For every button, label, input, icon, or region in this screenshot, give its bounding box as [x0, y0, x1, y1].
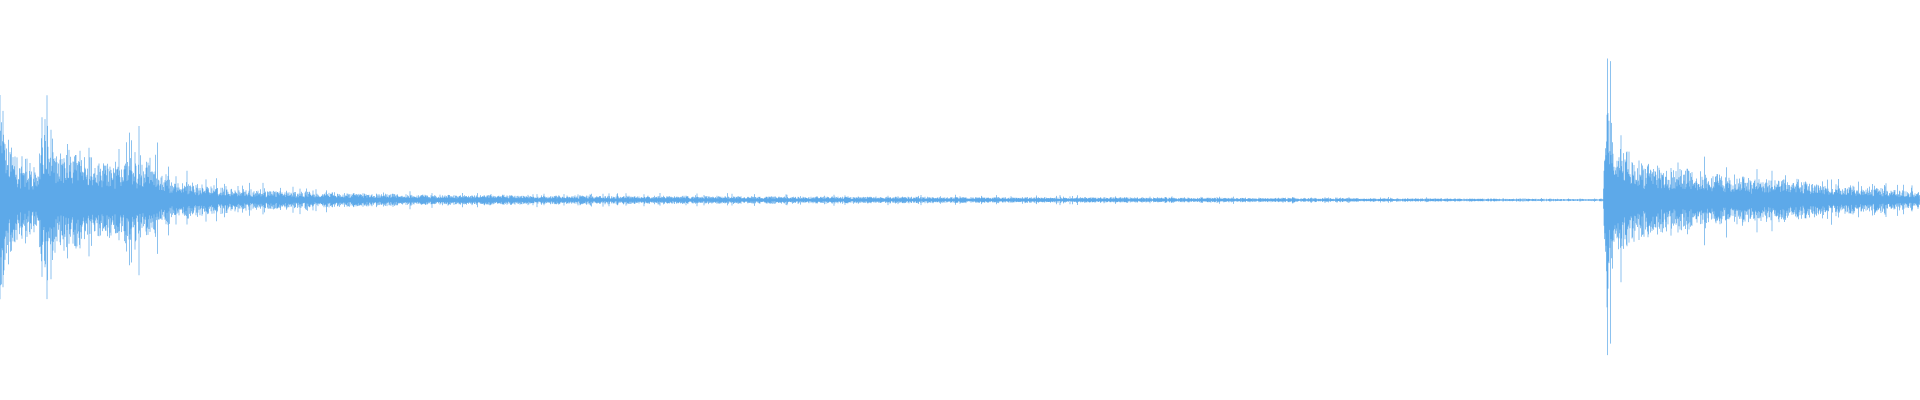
waveform-peaks: [0, 58, 1920, 356]
